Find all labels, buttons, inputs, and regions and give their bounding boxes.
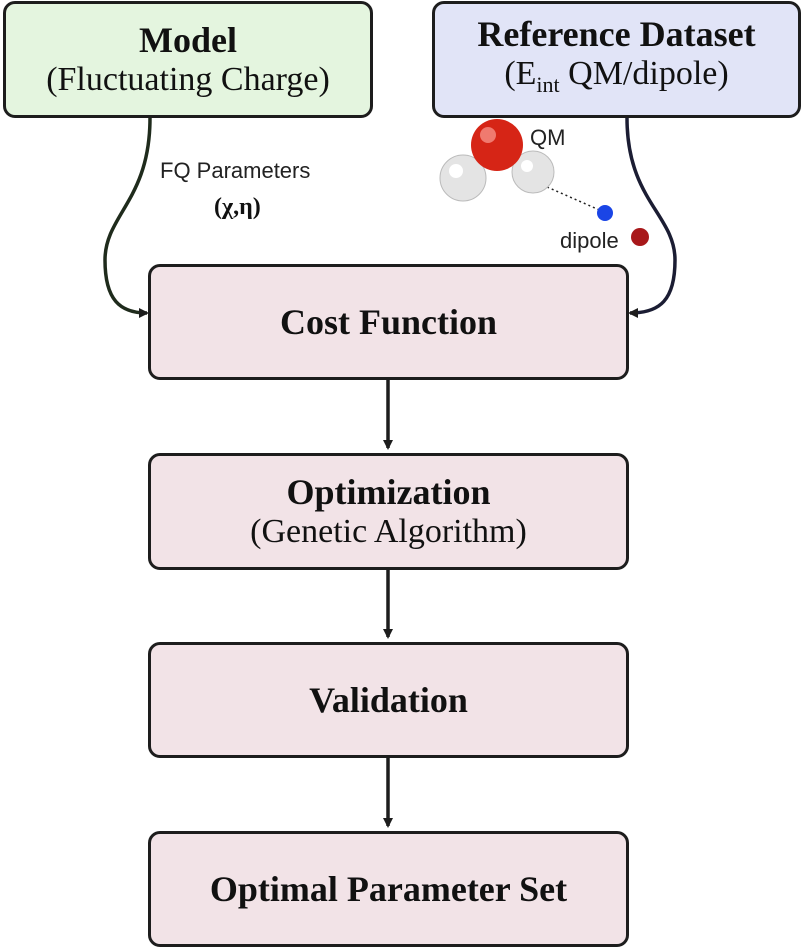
optimization-title: Optimization: [286, 471, 491, 512]
reference-to-cost-arrow: [625, 117, 677, 318]
model-title: Model: [139, 19, 237, 60]
fq-parameters-symbols: (χ,η): [214, 194, 261, 220]
cost-function-box: Cost Function: [148, 264, 629, 380]
fq-parameters-label: FQ Parameters: [160, 158, 311, 183]
validation-box: Validation: [148, 642, 629, 758]
reference-dataset-box: Reference Dataset (Eint QM/dipole): [432, 1, 801, 118]
optimal-parameter-set-title: Optimal Parameter Set: [209, 869, 568, 909]
optimization-subtitle: (Genetic Algorithm): [250, 512, 527, 550]
model-box: Model (Fluctuating Charge): [3, 1, 373, 118]
validation-title: Validation: [309, 680, 468, 720]
dipole-blue-dot: [597, 205, 613, 221]
dipole-red-dot: [631, 228, 649, 246]
optimization-box: Optimization (Genetic Algorithm): [148, 453, 629, 570]
reference-subtitle: (Eint QM/dipole): [504, 55, 729, 97]
optimal-parameter-set-box: Optimal Parameter Set: [148, 831, 629, 947]
dipole-label: dipole: [560, 228, 619, 253]
qm-label: QM: [530, 125, 566, 150]
cost-function-title: Cost Function: [279, 302, 498, 342]
reference-title: Reference Dataset: [477, 14, 756, 55]
water-molecule-icon: [439, 119, 605, 213]
model-to-cost-arrow: [103, 117, 152, 318]
model-subtitle: (Fluctuating Charge): [46, 60, 330, 98]
